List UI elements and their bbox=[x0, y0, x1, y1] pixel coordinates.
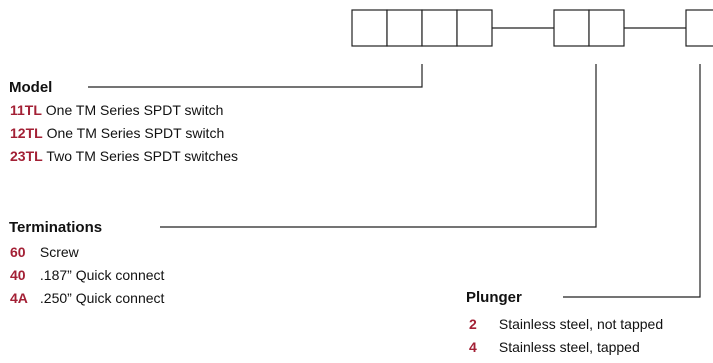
model-code-box-2 bbox=[386, 9, 423, 47]
termination-code-box-1 bbox=[553, 9, 590, 47]
model-item-2: 12TL One TM Series SPDT switch bbox=[10, 124, 224, 142]
model-description: One TM Series SPDT switch bbox=[46, 125, 225, 141]
plunger-leader-line bbox=[563, 64, 701, 298]
plunger-code-box bbox=[685, 9, 713, 47]
termination-code: 4A bbox=[10, 290, 28, 306]
model-code-box-4 bbox=[456, 9, 493, 47]
model-description: One TM Series SPDT switch bbox=[45, 102, 224, 118]
model-description: Two TM Series SPDT switches bbox=[46, 148, 238, 164]
model-code: 23TL bbox=[10, 148, 43, 164]
model-leader-line bbox=[88, 64, 423, 88]
termination-description: Screw bbox=[39, 244, 79, 260]
terminations-leader-line bbox=[160, 64, 597, 228]
terminations-heading: Terminations bbox=[9, 219, 103, 236]
model-heading: Model bbox=[9, 79, 53, 96]
model-code: 12TL bbox=[10, 125, 43, 141]
plunger-item-1: 2 Stainless steel, not tapped bbox=[469, 315, 663, 333]
model-code: 11TL bbox=[10, 102, 42, 118]
termination-code: 60 bbox=[10, 244, 26, 260]
plunger-heading: Plunger bbox=[466, 289, 522, 306]
termination-item-3: 4A .250” Quick connect bbox=[10, 289, 164, 307]
plunger-description: Stainless steel, not tapped bbox=[498, 316, 664, 332]
plunger-item-2: 4 Stainless steel, tapped bbox=[469, 338, 640, 356]
termination-code-box-2 bbox=[588, 9, 625, 47]
plunger-code: 2 bbox=[469, 316, 477, 332]
model-code-box-3 bbox=[421, 9, 458, 47]
model-item-3: 23TL Two TM Series SPDT switches bbox=[10, 147, 238, 165]
model-item-1: 11TL One TM Series SPDT switch bbox=[10, 101, 223, 119]
termination-item-2: 40 .187” Quick connect bbox=[10, 266, 164, 284]
termination-description: .250” Quick connect bbox=[39, 290, 165, 306]
termination-description: .187” Quick connect bbox=[39, 267, 165, 283]
termination-code: 40 bbox=[10, 267, 26, 283]
plunger-description: Stainless steel, tapped bbox=[498, 339, 640, 355]
termination-item-1: 60 Screw bbox=[10, 243, 79, 261]
model-code-box-1 bbox=[351, 9, 388, 47]
plunger-code: 4 bbox=[469, 339, 477, 355]
